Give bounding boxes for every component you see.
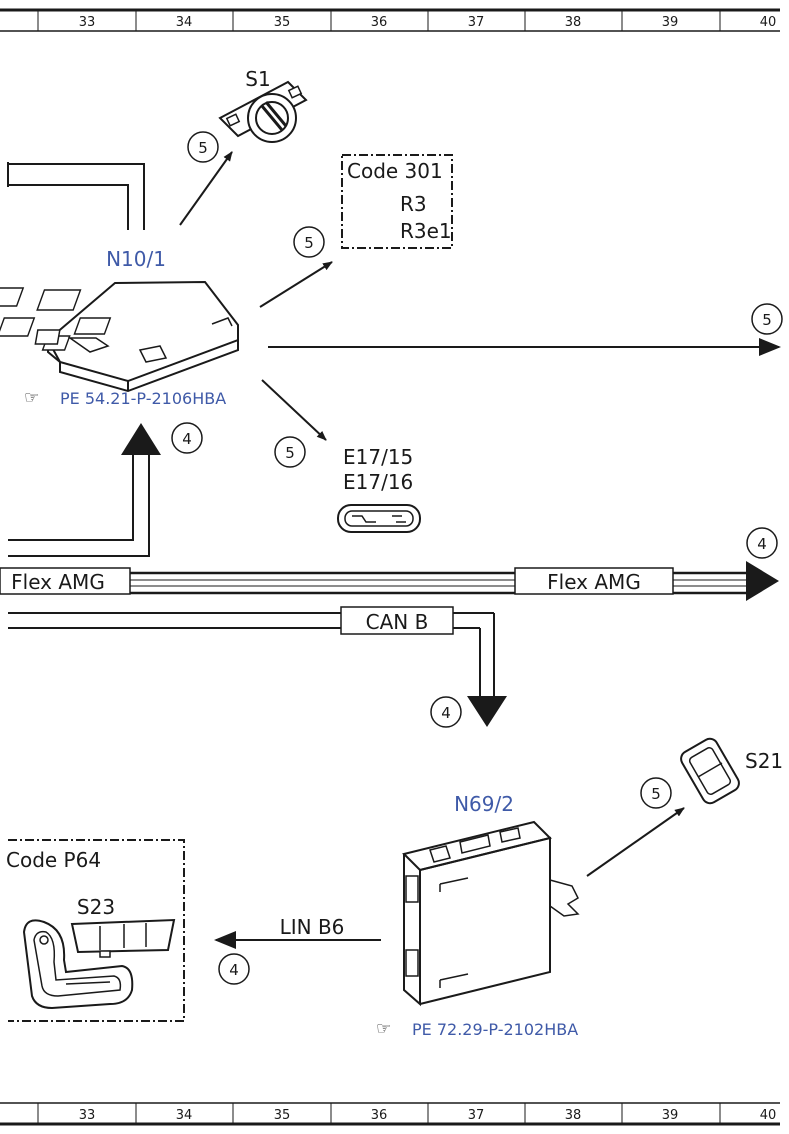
callout-4: 4 [171,422,203,454]
ruler-tick-39: 39 [662,15,679,30]
ruler-tick-34: 34 [176,15,193,30]
code301-r3: R3 [400,192,427,216]
code301-r3e1: R3e1 [400,219,452,243]
callout-4: 4 [430,696,462,728]
callout-5: 5 [274,436,306,468]
callout-5: 5 [293,226,325,258]
svg-text:5: 5 [762,311,772,329]
ruler-tick-35: 35 [274,15,291,30]
e17-16-label: E17/16 [343,470,413,494]
n69-2-ref-link[interactable]: PE 72.29-P-2102HBA [412,1020,578,1039]
svg-text:4: 4 [229,961,239,979]
ruler-tick-38: 38 [565,15,582,30]
s1-switch-icon [218,80,308,143]
can-b-tag [340,606,454,635]
ruler-tick-38: 38 [565,1108,582,1123]
ruler-tick-36: 36 [371,15,388,30]
arrow-to-s21 [586,807,685,877]
flex-amg-up-connection [8,423,161,557]
svg-text:5: 5 [198,139,208,157]
e17-15-label: E17/15 [343,445,413,469]
codep64-box [8,839,185,1022]
ruler-tick-34: 34 [176,1108,193,1123]
n10-1-ref[interactable]: ☞ PE 54.21-P-2106HBA [24,388,226,408]
svg-text:5: 5 [285,444,295,462]
svg-text:5: 5 [304,234,314,252]
code301-box [341,154,453,249]
n10-1-ref-link[interactable]: PE 54.21-P-2106HBA [60,389,226,408]
ruler-tick-33: 33 [79,1108,96,1123]
ruler-tick-37: 37 [468,1108,485,1123]
flex-amg-left-tag [0,567,131,595]
flex-amg-right-tag [514,567,674,595]
bottom-ruler: 33 34 35 36 37 38 39 40 [0,1102,780,1126]
s23-seat-switch-icon [22,918,176,1010]
top-left-harness [7,162,145,230]
top-ruler: 33 34 35 36 37 38 39 40 [0,8,780,32]
n10-1-module-icon [0,280,239,393]
n10-1-label: N10/1 [106,247,166,271]
arrow-to-code301 [259,261,333,308]
can-b-label: CAN B [366,610,429,634]
s1-label: S1 [245,67,270,91]
ruler-tick-40: 40 [760,15,777,30]
code301-title: Code 301 [347,159,443,183]
ruler-tick-33: 33 [79,15,96,30]
hand-pointer-icon: ☞ [376,1019,391,1039]
ruler-tick-36: 36 [371,1108,388,1123]
ruler-tick-40: 40 [760,1108,777,1123]
s21-label: S21 [745,749,783,773]
s23-label: S23 [77,895,115,919]
svg-text:4: 4 [441,704,451,722]
svg-text:4: 4 [182,430,192,448]
ruler-tick-39: 39 [662,1108,679,1123]
hand-pointer-icon: ☞ [24,388,39,408]
flex-amg-left-label: Flex AMG [11,570,105,594]
callout-5: 5 [187,131,219,163]
svg-text:4: 4 [757,535,767,553]
s21-switch-icon [680,737,740,805]
ruler-tick-37: 37 [468,15,485,30]
callout-5: 5 [751,303,783,335]
svg-text:5: 5 [651,785,661,803]
callout-5: 5 [640,777,672,809]
arrow-to-e17 [261,379,327,441]
codep64-title: Code P64 [6,848,101,872]
e17-lamp-icon [337,504,421,533]
ruler-tick-35: 35 [274,1108,291,1123]
arrow-to-s1 [179,151,233,226]
n69-2-label: N69/2 [454,792,514,816]
n69-2-module-icon [402,820,580,1007]
lin-b6-label: LIN B6 [280,915,345,939]
flex-amg-right-label: Flex AMG [547,570,641,594]
callout-4: 4 [218,953,250,985]
n69-2-ref[interactable]: ☞ PE 72.29-P-2102HBA [376,1019,578,1039]
callout-4: 4 [746,527,778,559]
